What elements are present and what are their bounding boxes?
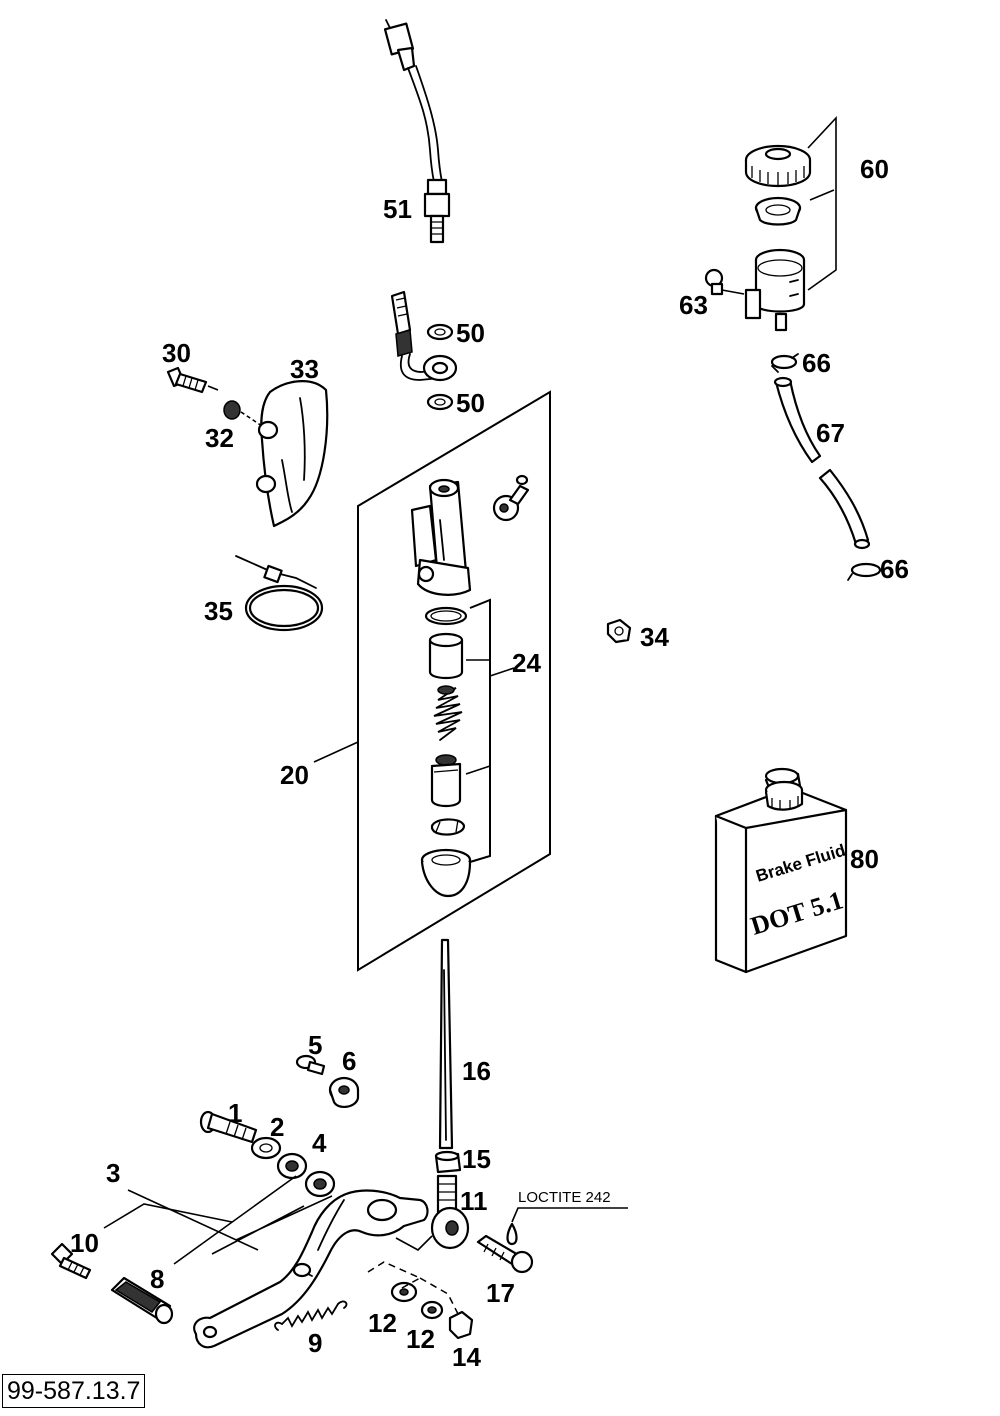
callout-16: 16 <box>462 1056 491 1086</box>
push-rod-16-part <box>438 938 454 1150</box>
callout-30: 30 <box>162 338 191 368</box>
callout-66-bottom: 66 <box>880 554 909 584</box>
bushing-6-part <box>328 1076 360 1108</box>
callout-15: 15 <box>462 1144 491 1174</box>
washer-12a-part <box>390 1281 418 1303</box>
callout-3: 3 <box>106 1158 120 1188</box>
bolt-1-part <box>199 1110 258 1144</box>
bolt-30-part <box>166 366 219 394</box>
callout-67: 67 <box>816 418 845 448</box>
washer-50-bottom <box>426 393 454 411</box>
callout-50-bottom: 50 <box>456 388 485 418</box>
callout-12-left: 12 <box>368 1308 397 1338</box>
boot-part <box>420 848 472 898</box>
brake-fluid-bottle-80: Brake Fluid DOT 5.1 <box>714 767 848 974</box>
callout-50-top: 50 <box>456 318 485 348</box>
hose-67-part <box>773 376 871 550</box>
callout-80: 80 <box>850 844 879 874</box>
callout-60: 60 <box>860 154 889 184</box>
reservoir-group-bracket <box>807 115 837 291</box>
bolt-10-part <box>50 1242 92 1280</box>
dashed-bolt-path <box>367 1261 461 1319</box>
sleeve-part <box>428 632 464 680</box>
callout-33: 33 <box>290 354 319 384</box>
master-cylinder-group-box <box>357 390 551 972</box>
callout-14: 14 <box>452 1342 481 1372</box>
clevis-11-part <box>430 1174 470 1250</box>
callout-17: 17 <box>486 1278 515 1308</box>
bearing-4b-part <box>304 1170 336 1198</box>
reservoir-60-part <box>744 248 806 332</box>
screw-63-part <box>704 268 745 296</box>
hose-clamp-66-top <box>770 353 799 373</box>
callout-2: 2 <box>270 1112 284 1142</box>
nut-15-part <box>434 1150 462 1174</box>
reservoir-diaphragm-part <box>754 196 802 226</box>
leader-10-axis <box>103 1203 233 1229</box>
reservoir-cap-part <box>744 144 812 188</box>
peg-rubber-8-part <box>110 1276 174 1325</box>
callout-34: 34 <box>640 622 669 652</box>
repair-kit-24-bracket <box>469 598 491 863</box>
brake-light-switch-part <box>383 19 451 244</box>
leader-24c <box>489 667 515 677</box>
callout-11: 11 <box>460 1186 488 1216</box>
callout-4: 4 <box>312 1128 327 1158</box>
nut-14-part <box>448 1310 474 1340</box>
nut-34-part <box>606 618 632 644</box>
callout-63: 63 <box>679 290 708 320</box>
callout-35: 35 <box>204 596 233 626</box>
spring-9-part <box>274 1300 348 1331</box>
leader-24b <box>465 765 491 775</box>
callout-20: 20 <box>280 760 309 790</box>
leader-axis-bearings <box>211 1195 333 1255</box>
bolt-17-part <box>476 1234 534 1274</box>
callout-51: 51 <box>383 194 412 224</box>
callout-6: 6 <box>342 1046 356 1076</box>
callout-12-right: 12 <box>406 1324 435 1354</box>
piston-part <box>430 754 462 808</box>
callout-5: 5 <box>308 1030 322 1060</box>
leader-60 <box>809 189 835 201</box>
circlip-part <box>430 818 466 836</box>
hose-clamp-66-bottom <box>847 562 882 581</box>
drawing-code: 99-587.13.7 <box>2 1374 146 1408</box>
master-cylinder-body-part <box>410 478 472 596</box>
callout-10: 10 <box>70 1228 99 1258</box>
loctite-drop-icon <box>506 1207 628 1246</box>
callout-1: 1 <box>228 1098 242 1128</box>
banjo-fitting-part <box>390 290 458 382</box>
o-ring-part <box>424 606 468 626</box>
callout-8: 8 <box>150 1264 164 1294</box>
washer-12b-part <box>420 1300 444 1320</box>
loctite-note: LOCTITE 242 <box>518 1189 611 1206</box>
callout-32: 32 <box>205 423 234 453</box>
screw-5-part <box>295 1054 326 1076</box>
elbow-fitting-part <box>492 474 530 522</box>
cable-tie-35-part <box>235 555 324 632</box>
spring-part <box>433 685 463 741</box>
leader-pedal-clevis <box>395 1235 433 1251</box>
bearing-4a-part <box>276 1152 308 1180</box>
callout-24: 24 <box>512 648 541 678</box>
washer-50-top <box>426 323 454 341</box>
washer-2-part <box>250 1136 282 1160</box>
nut-32-part <box>223 400 263 427</box>
leader-20 <box>313 741 359 763</box>
callout-9: 9 <box>308 1328 322 1358</box>
cover-33-part <box>255 380 329 528</box>
brake-pedal-3-part <box>193 1189 429 1349</box>
callout-66-top: 66 <box>802 348 831 378</box>
leader-8-axis <box>173 1175 297 1265</box>
